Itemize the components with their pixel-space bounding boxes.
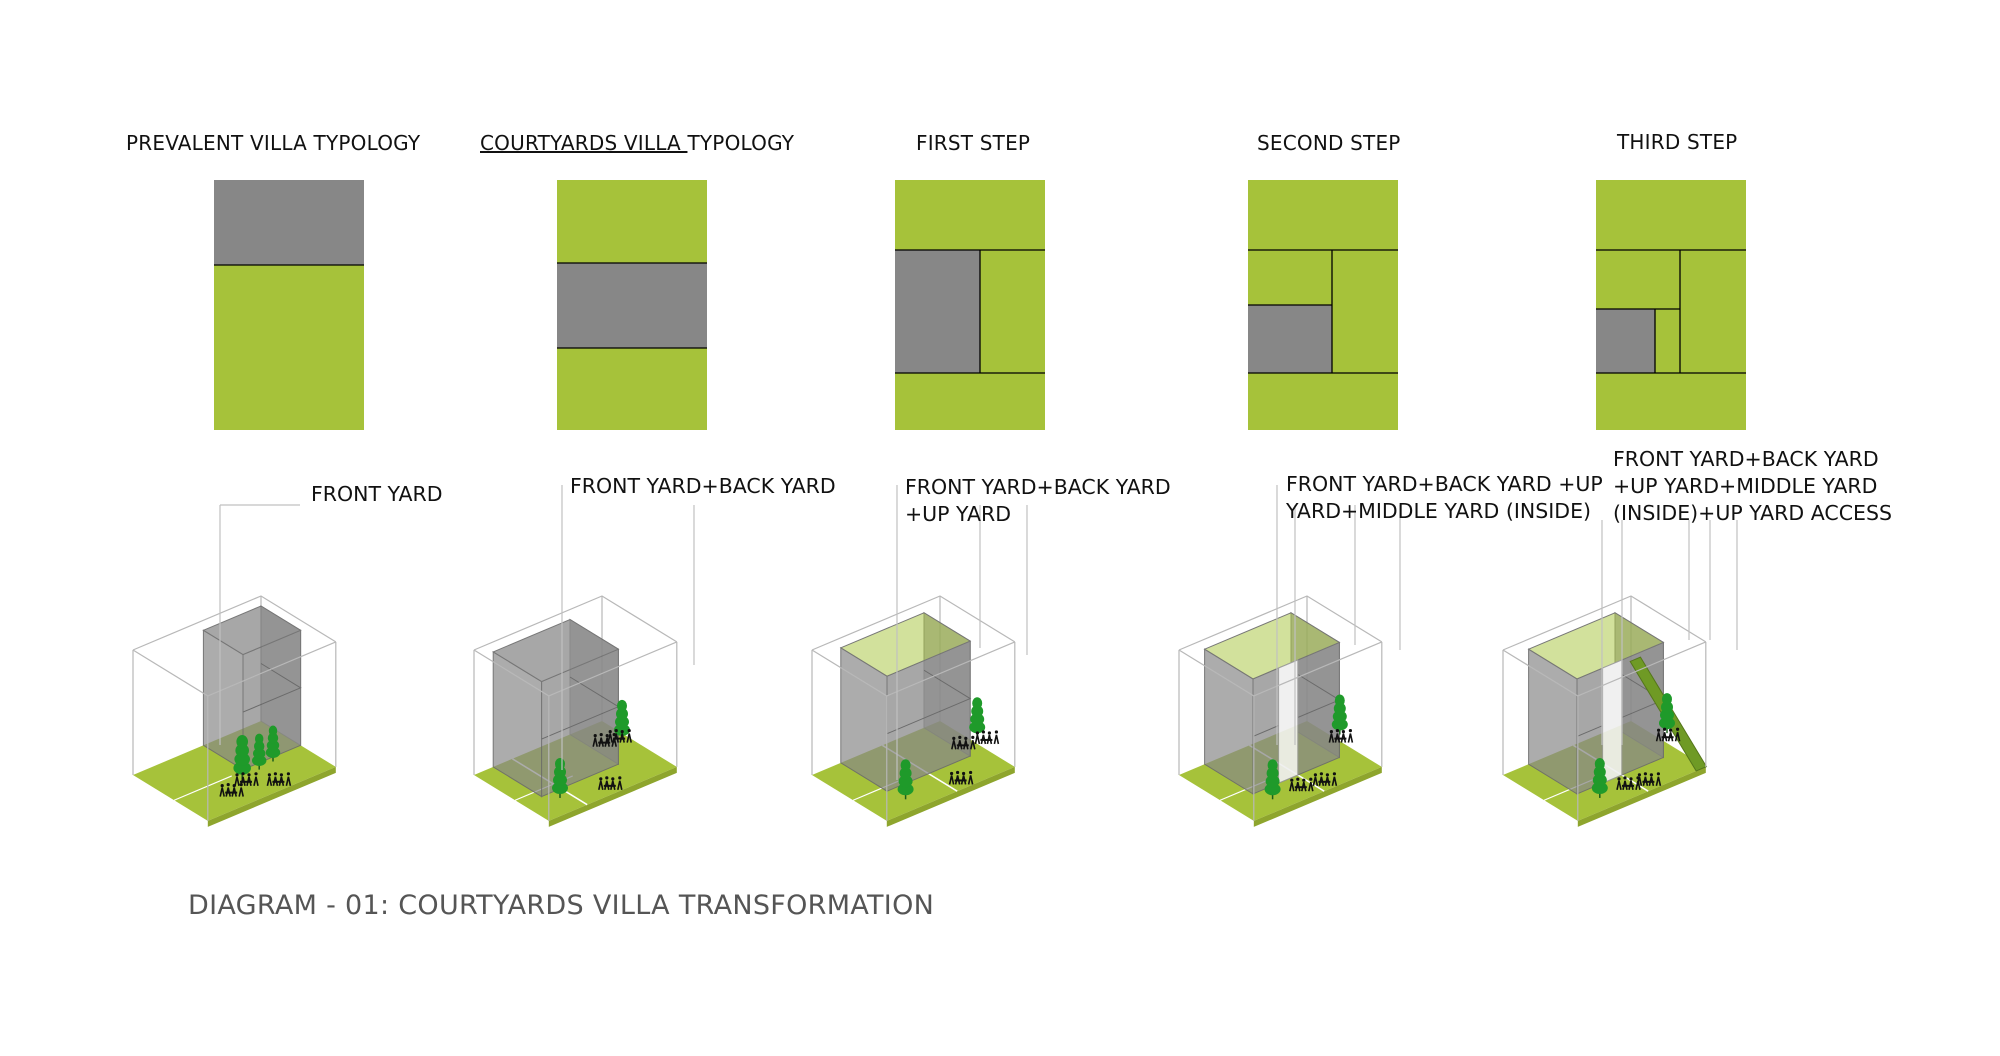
label-third-step: FRONT YARD+BACK YARD +UP YARD+MIDDLE YAR…	[1613, 446, 1892, 527]
people-icon	[948, 770, 974, 785]
axo-diagram-5	[1502, 520, 1738, 827]
tree-icon	[969, 697, 986, 738]
label-first-step: FRONT YARD+BACK YARD +UP YARD	[905, 474, 1171, 528]
label-line: FRONT YARD+BACK YARD	[905, 475, 1171, 499]
title-second-step: SECOND STEP	[1257, 131, 1401, 155]
plan-front-yard	[214, 265, 364, 430]
label-line: FRONT YARD+BACK YARD	[570, 474, 836, 498]
title-courtyards-villa-underlined: COURTYARDS VILLA	[480, 131, 688, 155]
plan-second-step	[1248, 180, 1398, 430]
title-courtyards-villa-rest: TYPOLOGY	[687, 131, 795, 155]
title-prevalent-villa: PREVALENT VILLA TYPOLOGY	[126, 131, 421, 155]
building-mass	[1203, 611, 1341, 795]
axo-diagram-3	[811, 485, 1028, 827]
people-icon	[1616, 776, 1641, 791]
plan-back-yard	[557, 180, 707, 263]
tree-icon	[614, 699, 630, 740]
tree-icon	[252, 733, 267, 770]
people-icon	[219, 783, 244, 797]
building-mass	[839, 611, 972, 793]
axo-diagram-1	[132, 504, 337, 827]
building-mass	[1527, 611, 1665, 795]
plan-front-yard	[557, 348, 707, 430]
tree-icon	[265, 725, 281, 762]
diagram-caption: DIAGRAM - 01: COURTYARDS VILLA TRANSFORM…	[188, 890, 935, 921]
plan-first-step	[895, 180, 1045, 430]
axo-diagram-2	[473, 485, 695, 827]
label-prevalent: FRONT YARD	[311, 481, 443, 508]
label-line: FRONT YARD+BACK YARD	[1613, 447, 1879, 471]
people-icon	[592, 733, 617, 747]
label-line: YARD+MIDDLE YARD (INSIDE)	[1286, 499, 1592, 523]
tree-icon	[1264, 759, 1281, 800]
tree-icon	[1591, 757, 1608, 798]
title-courtyards-villa: COURTYARDS VILLA TYPOLOGY	[480, 131, 794, 155]
plan-building-block	[1596, 309, 1655, 373]
people-icon	[1312, 772, 1338, 786]
title-first-step: FIRST STEP	[916, 131, 1031, 155]
people-icon	[1289, 777, 1314, 792]
people-icon	[266, 772, 292, 786]
people-icon	[234, 772, 259, 786]
label-line: +UP YARD	[905, 502, 1012, 526]
plan-courtyards	[557, 180, 707, 430]
label-second-step: FRONT YARD+BACK YARD +UP YARD+MIDDLE YAR…	[1286, 471, 1603, 525]
plan-building-block	[214, 180, 364, 265]
plan-building-block	[895, 250, 980, 373]
plan-prevalent	[214, 180, 364, 430]
building-mass	[202, 605, 302, 771]
plan-building-block	[1248, 305, 1332, 373]
label-line: +UP YARD+MIDDLE YARD	[1613, 474, 1878, 498]
title-third-step: THIRD STEP	[1617, 130, 1738, 154]
tree-icon	[233, 735, 251, 780]
plan-building-block	[557, 263, 707, 348]
tree-icon	[1659, 693, 1675, 734]
people-icon	[598, 776, 623, 791]
people-icon	[951, 735, 976, 750]
tree-icon	[552, 757, 568, 798]
courtyard-void	[1278, 659, 1299, 784]
plan-third-step	[1596, 180, 1746, 430]
axo-diagram-4	[1178, 485, 1401, 827]
label-courtyards: FRONT YARD+BACK YARD	[570, 473, 836, 500]
people-icon	[1636, 772, 1662, 786]
people-icon	[1328, 729, 1354, 743]
tree-icon	[1331, 694, 1348, 735]
tree-icon	[897, 759, 914, 800]
people-icon	[1655, 727, 1681, 742]
label-line: (INSIDE)+UP YARD ACCESS	[1613, 501, 1893, 525]
label-line: FRONT YARD+BACK YARD +UP	[1286, 472, 1603, 496]
people-icon	[974, 730, 1000, 745]
label-line: FRONT YARD	[311, 482, 443, 506]
